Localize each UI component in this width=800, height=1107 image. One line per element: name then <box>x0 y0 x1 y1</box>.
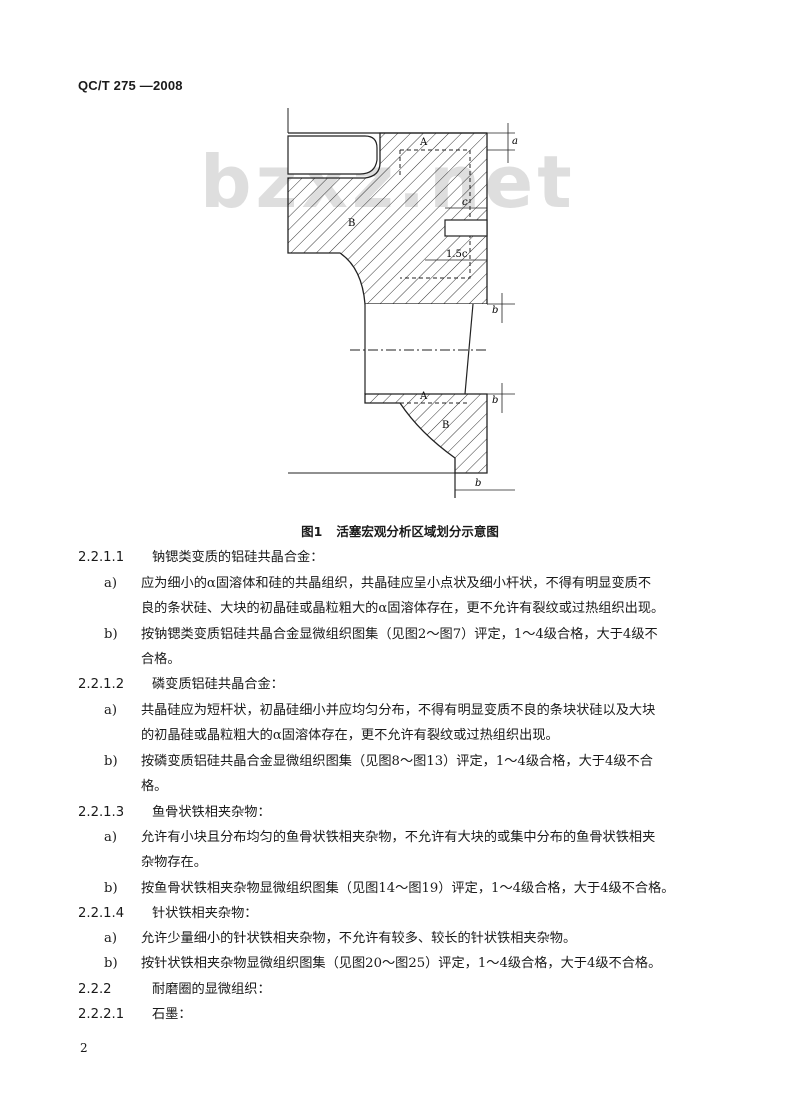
section-line: 2.2.2 耐磨圈的显微组织： <box>78 978 271 997</box>
lower-section-region <box>364 393 488 474</box>
page-number: 2 <box>80 1041 88 1055</box>
line-text: 格。 <box>141 779 168 794</box>
dim-c-label: c <box>462 197 468 208</box>
piston-section-diagram: A B A B a c 1.5c b b b <box>287 108 518 498</box>
dim-15c-label: 1.5c <box>446 249 468 260</box>
list-item: a) 允许少量细小的针状铁相夹杂物，不允许有较多、较长的针状铁相夹杂物。 <box>104 927 576 946</box>
line-text: 按鱼骨状铁相夹杂物显微组织图集（见图14～图19）评定，1～4级合格，大于4级不… <box>141 881 675 896</box>
label-a-top: A <box>419 137 428 148</box>
label-b-top: B <box>348 218 355 229</box>
list-item: b) 按磷变质铝硅共晶合金显微组织图集（见图8～图13）评定，1～4级合格，大于4… <box>104 750 653 769</box>
line-text: 良的条状硅、大块的初晶硅或晶粒粗大的α固溶体存在，更不允许有裂纹或过热组织出现。 <box>141 601 665 616</box>
line-text: 按钠锶类变质铝硅共晶合金显微组织图集（见图2～图7）评定，1～4级合格，大于4级… <box>141 627 658 642</box>
line-text: 的初晶硅或晶粒粗大的α固溶体存在，更不允许有裂纹或过热组织出现。 <box>141 728 559 743</box>
item-marker: a) <box>104 830 118 845</box>
upper-section-region <box>287 132 488 305</box>
item-marker: b) <box>104 754 118 769</box>
line-text: 钠锶类变质的铝硅共晶合金： <box>152 550 324 565</box>
list-item: a) 共晶硅应为短杆状，初晶硅细小并应均匀分布，不得有明显变质不良的条块状硅以及大… <box>104 699 655 718</box>
section-line: 2.2.1.4 针状铁相夹杂物： <box>78 902 258 921</box>
figure-number: 图1 <box>301 524 323 539</box>
section-number: 2.2.1.2 <box>78 677 125 692</box>
list-item: a) 应为细小的α固溶体和硅的共晶组织，共晶硅应呈小点状及细小杆状，不得有明显变质… <box>104 572 651 591</box>
inner-cavity <box>287 135 378 175</box>
section-number: 2.2.1.1 <box>78 550 125 565</box>
line-text: 允许少量细小的针状铁相夹杂物，不允许有较多、较长的针状铁相夹杂物。 <box>141 931 577 946</box>
label-b-bottom: B <box>442 420 449 431</box>
line-text: 允许有小块且分布均匀的鱼骨状铁相夹杂物，不允许有大块的或集中分布的鱼骨状铁相夹 <box>141 830 656 845</box>
dim-b2-label: b <box>492 395 498 406</box>
line-text: 磷变质铝硅共晶合金： <box>152 677 284 692</box>
line-text: 耐磨圈的显微组织： <box>152 982 271 997</box>
figure-title: 活塞宏观分析区域划分示意图 <box>336 524 499 539</box>
dim-b1-label: b <box>492 305 498 316</box>
list-item: a) 允许有小块且分布均匀的鱼骨状铁相夹杂物，不允许有大块的或集中分布的鱼骨状铁相… <box>104 826 655 845</box>
continuation-line: 格。 <box>141 775 167 794</box>
section-line: 2.2.1.2 磷变质铝硅共晶合金： <box>78 673 284 692</box>
continuation-line: 的初晶硅或晶粒粗大的α固溶体存在，更不允许有裂纹或过热组织出现。 <box>141 724 559 743</box>
item-marker: a) <box>104 931 118 946</box>
item-marker: a) <box>104 703 118 718</box>
line-text: 共晶硅应为短杆状，初晶硅细小并应均匀分布，不得有明显变质不良的条块状硅以及大块 <box>141 703 656 718</box>
item-marker: b) <box>104 627 118 642</box>
line-text: 鱼骨状铁相夹杂物： <box>152 805 271 820</box>
line-text: 合格。 <box>141 652 181 667</box>
list-item: b) 按鱼骨状铁相夹杂物显微组织图集（见图14～图19）评定，1～4级合格，大于4… <box>104 877 674 896</box>
section-number: 2.2.2.1 <box>78 1007 125 1022</box>
line-text: 按磷变质铝硅共晶合金显微组织图集（见图8～图13）评定，1～4级合格，大于4级不… <box>141 754 653 769</box>
dim-a-label: a <box>512 136 518 147</box>
item-marker: b) <box>104 881 118 896</box>
label-a-bottom: A <box>419 391 428 402</box>
region-boundary <box>400 149 471 279</box>
figure-caption: 图1 活塞宏观分析区域划分示意图 <box>0 521 800 540</box>
section-line: 2.2.1.1 钠锶类变质的铝硅共晶合金： <box>78 546 323 565</box>
section-number: 2.2.2 <box>78 982 112 997</box>
item-marker: a) <box>104 576 118 591</box>
continuation-line: 合格。 <box>141 648 181 667</box>
standard-code: QC/T 275 —2008 <box>78 78 183 93</box>
list-item: b) 按钠锶类变质铝硅共晶合金显微组织图集（见图2～图7）评定，1～4级合格，大于… <box>104 623 658 642</box>
ring-groove <box>444 219 488 237</box>
item-marker: b) <box>104 956 118 971</box>
line-text: 杂物存在。 <box>141 855 207 870</box>
dim-b3-label: b <box>475 478 481 489</box>
section-number: 2.2.1.3 <box>78 805 125 820</box>
section-line: 2.2.2.1 石墨： <box>78 1003 192 1022</box>
line-text: 石墨： <box>152 1007 192 1022</box>
section-line: 2.2.1.3 鱼骨状铁相夹杂物： <box>78 801 271 820</box>
continuation-line: 杂物存在。 <box>141 851 207 870</box>
section-number: 2.2.1.4 <box>78 906 125 921</box>
pin-bore-right <box>464 303 474 395</box>
line-text: 应为细小的α固溶体和硅的共晶组织，共晶硅应呈小点状及细小杆状，不得有明显变质不 <box>141 576 652 591</box>
line-text: 针状铁相夹杂物： <box>152 906 258 921</box>
list-item: b) 按针状铁相夹杂物显微组织图集（见图20～图25）评定，1～4级合格，大于4级… <box>104 952 661 971</box>
continuation-line: 良的条状硅、大块的初晶硅或晶粒粗大的α固溶体存在，更不允许有裂纹或过热组织出现。 <box>141 597 664 616</box>
line-text: 按针状铁相夹杂物显微组织图集（见图20～图25）评定，1～4级合格，大于4级不合… <box>141 956 662 971</box>
